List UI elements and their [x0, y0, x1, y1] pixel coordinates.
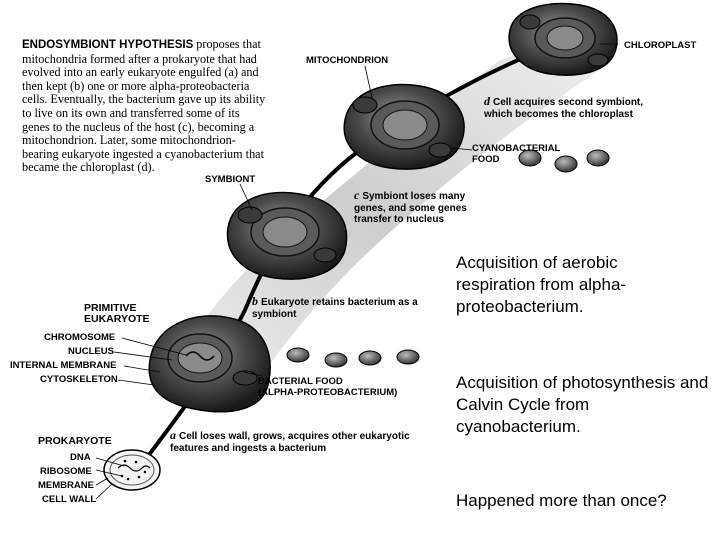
label-ribosome: RIBOSOME: [40, 466, 92, 477]
label-cyanobacterial-food: CYANOBACTERIAL FOOD: [472, 143, 561, 165]
label-primitive-eukaryote: PRIMITIVE EUKARYOTE: [84, 302, 150, 325]
label-mitochondrion: MITOCHONDRION: [306, 55, 389, 66]
intro-heading: ENDOSYMBIONT HYPOTHESIS: [22, 39, 194, 51]
label-cytoskeleton: CYTOSKELETON: [40, 374, 118, 385]
step-b-text: Eukaryote retains bacterium as a symbion…: [252, 297, 418, 320]
step-c-letter: c: [354, 188, 360, 202]
step-a-text: Cell loses wall, grows, acquires other e…: [170, 431, 410, 454]
eukaryote-pointers: [113, 337, 187, 386]
cyanobacterial-food-group: [518, 149, 610, 173]
symbiont-cell: [226, 191, 348, 280]
label-membrane: MEMBRANE: [38, 480, 94, 491]
step-c-text: Symbiont loses many genes, and some gene…: [354, 191, 467, 225]
label-chromosome: CHROMOSOME: [44, 332, 116, 343]
intro-body: proposes that mitochondria formed after …: [22, 37, 266, 175]
step-b-letter: b: [252, 294, 258, 308]
step-d-text: Cell acquires second symbiont, which bec…: [484, 97, 644, 120]
prokaryote-pointers: [95, 457, 125, 500]
note-aerobic: Acquisition of aerobic respiration from …: [456, 253, 627, 316]
label-internal-membrane: INTERNAL MEMBRANE: [10, 360, 117, 371]
intro-paragraph: ENDOSYMBIONT HYPOTHESIS proposes that mi…: [22, 37, 270, 175]
mitochondrion-pointer: [364, 65, 373, 99]
evolution-band: [150, 40, 600, 400]
note-photosynthesis: Acquisition of photosynthesis and Calvin…: [456, 373, 709, 436]
step-d-letter: d: [484, 94, 490, 108]
label-bacterial-food-sub: (ALPHA-PROTEOBACTERIUM): [258, 387, 398, 398]
label-prokaryote: PROKARYOTE: [38, 435, 112, 447]
note-question: Happened more than once?: [456, 491, 667, 510]
step-a-letter: a: [170, 428, 176, 442]
prokaryote-cell: [103, 449, 161, 491]
symbiont-pointer: [239, 183, 253, 211]
cyanobacterial-food-pointer: [451, 147, 473, 151]
mitochondrion-cell: [343, 83, 465, 170]
label-dna: DNA: [70, 452, 91, 463]
label-nucleus: NUCLEUS: [68, 346, 114, 357]
label-cell-wall: CELL WALL: [42, 494, 97, 505]
label-bacterial-food: BACTERIAL FOOD: [258, 376, 343, 387]
bacterial-food-pointer: [243, 371, 263, 377]
primitive-eukaryote-cell: [148, 315, 271, 413]
label-symbiont: SYMBIONT: [205, 174, 256, 185]
label-chloroplast: CHLOROPLAST: [624, 40, 697, 51]
bacterial-food-group: [286, 347, 420, 368]
chloroplast-cell: [508, 2, 618, 76]
